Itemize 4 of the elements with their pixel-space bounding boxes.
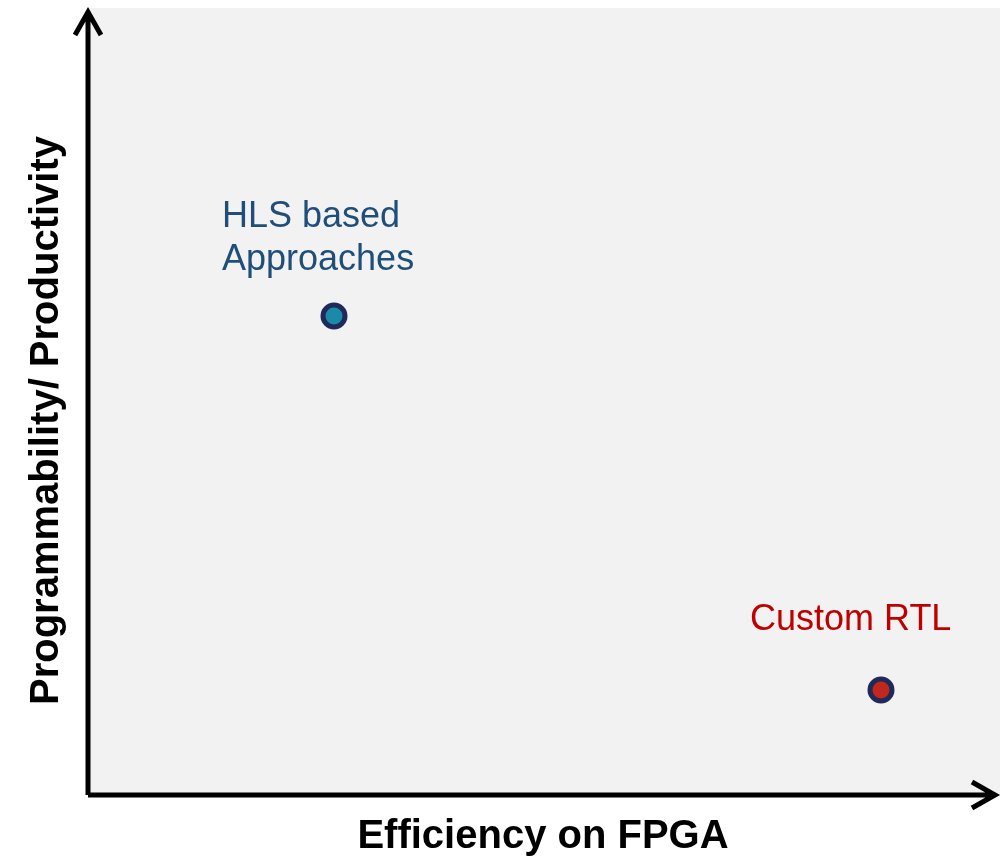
point-label: HLS based Approaches [222, 193, 416, 280]
x-axis-title: Efficiency on FPGA [356, 811, 730, 858]
point-label: Custom RTL [750, 596, 952, 640]
y-axis-title: Programmability/ Productivity [21, 134, 67, 707]
